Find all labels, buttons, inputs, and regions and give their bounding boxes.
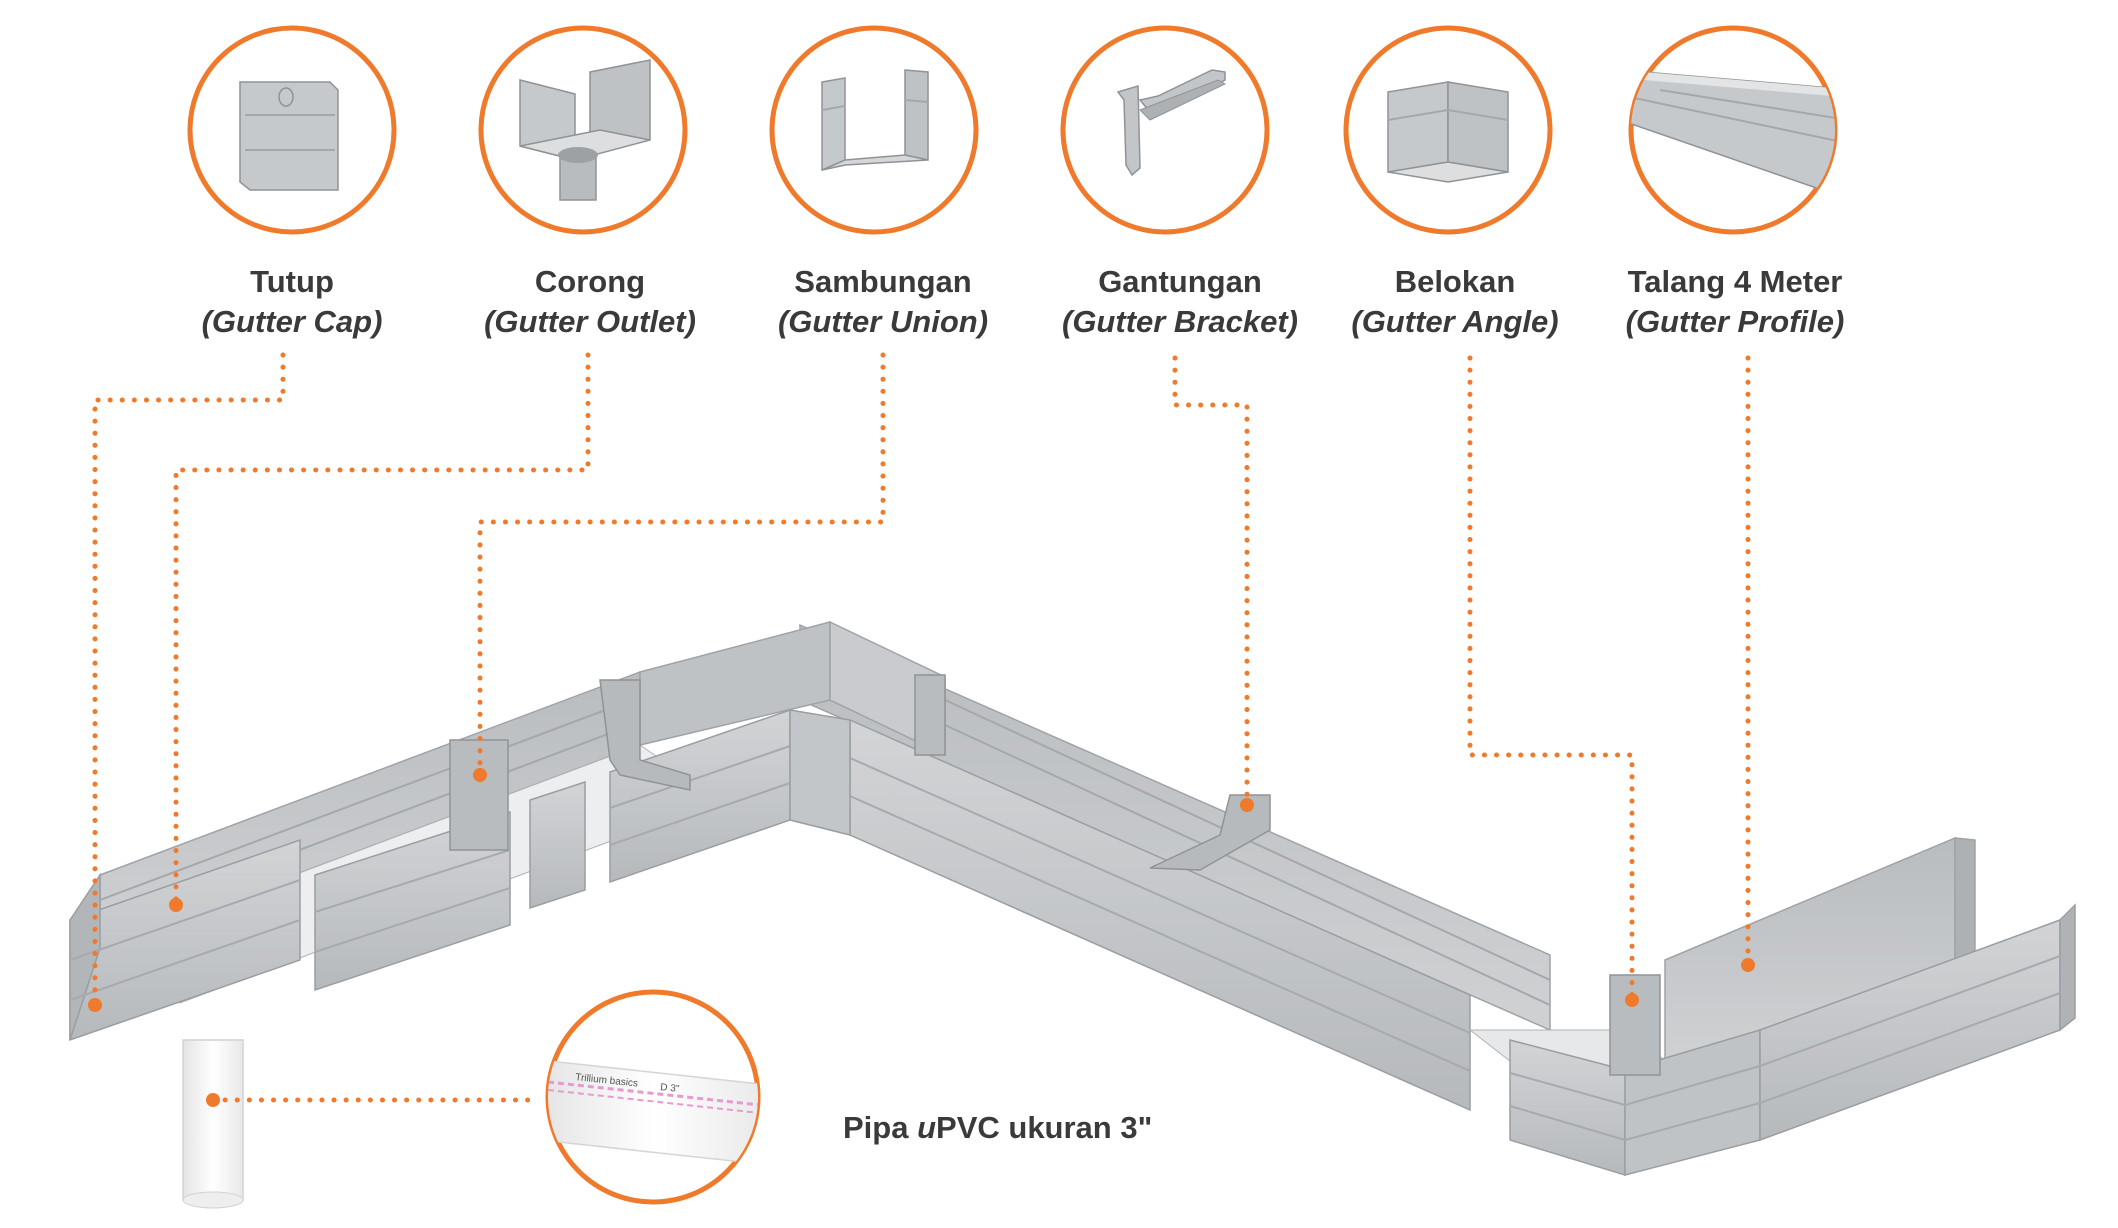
middle-front-ribs — [849, 757, 1471, 1072]
label-talang-name: Talang 4 Meter — [1627, 264, 1843, 299]
gutter-bracket-circle — [1060, 25, 1270, 235]
gutter-cap-icon — [239, 81, 339, 191]
right-run-end-cap — [2059, 903, 2076, 1032]
label-belokan-sub: (Gutter Angle) — [1351, 304, 1559, 339]
gutter-bracket-icon — [1116, 69, 1227, 177]
bracket-middle — [1149, 794, 1271, 871]
union-connector-bottom — [1609, 974, 1661, 1076]
label-belokan: Belokan (Gutter Angle) — [1305, 262, 1605, 342]
left-run-front-wall-c — [529, 780, 586, 910]
label-belokan-name: Belokan — [1394, 264, 1516, 299]
label-pipa-pre: Pipa — [843, 1110, 918, 1145]
gutter-outlet-circle — [478, 25, 688, 235]
leader-belokan — [1467, 355, 1635, 1003]
union-connector-top — [914, 674, 946, 756]
pipe-size-text: D 3" — [660, 1082, 681, 1095]
bracket-left — [599, 679, 691, 791]
label-gantungan: Gantungan (Gutter Bracket) — [1030, 262, 1330, 342]
part-circles — [187, 25, 1838, 235]
label-pipa-post: PVC ukuran 3" — [936, 1110, 1153, 1145]
union-connector-left — [449, 739, 509, 851]
label-corong-sub: (Gutter Outlet) — [484, 304, 696, 339]
label-corong-name: Corong — [534, 264, 646, 299]
pvc-pipe-icon: Trillium basics D 3" — [548, 1059, 758, 1168]
label-pipa-em: u — [917, 1110, 937, 1145]
label-sambungan: Sambungan (Gutter Union) — [733, 262, 1033, 342]
label-gantungan-name: Gantungan — [1098, 264, 1262, 299]
label-gantungan-sub: (Gutter Bracket) — [1062, 304, 1298, 339]
label-tutup-name: Tutup — [250, 264, 334, 299]
leader-gantungan — [1172, 355, 1250, 808]
downspout-pipe — [182, 1039, 244, 1209]
leader-sambungan — [477, 352, 886, 778]
gutter-profile-icon — [1631, 69, 1835, 212]
gutter-assembly — [69, 620, 2076, 1209]
label-tutup-sub: (Gutter Cap) — [201, 304, 383, 339]
label-sambungan-sub: (Gutter Union) — [777, 304, 989, 339]
label-corong: Corong (Gutter Outlet) — [440, 262, 740, 342]
left-front-ribs — [69, 745, 791, 1001]
label-tutup: Tutup (Gutter Cap) — [142, 262, 442, 342]
label-sambungan-name: Sambungan — [794, 264, 972, 299]
right-front-ribs — [1509, 955, 2061, 1141]
label-talang-sub: (Gutter Profile) — [1625, 304, 1845, 339]
label-talang: Talang 4 Meter (Gutter Profile) — [1585, 262, 1885, 342]
label-pipa: Pipa uPVC ukuran 3" — [843, 1110, 1152, 1146]
gutter-union-circle — [769, 25, 979, 235]
leader-dots — [88, 768, 1755, 1107]
leader-tutup — [92, 352, 286, 1008]
gutter-union-icon — [821, 69, 929, 171]
gutter-outlet-icon — [519, 59, 651, 201]
leader-lines — [92, 352, 1751, 1103]
top-corner-inner — [789, 709, 851, 836]
gutter-angle-icon — [1387, 81, 1509, 183]
